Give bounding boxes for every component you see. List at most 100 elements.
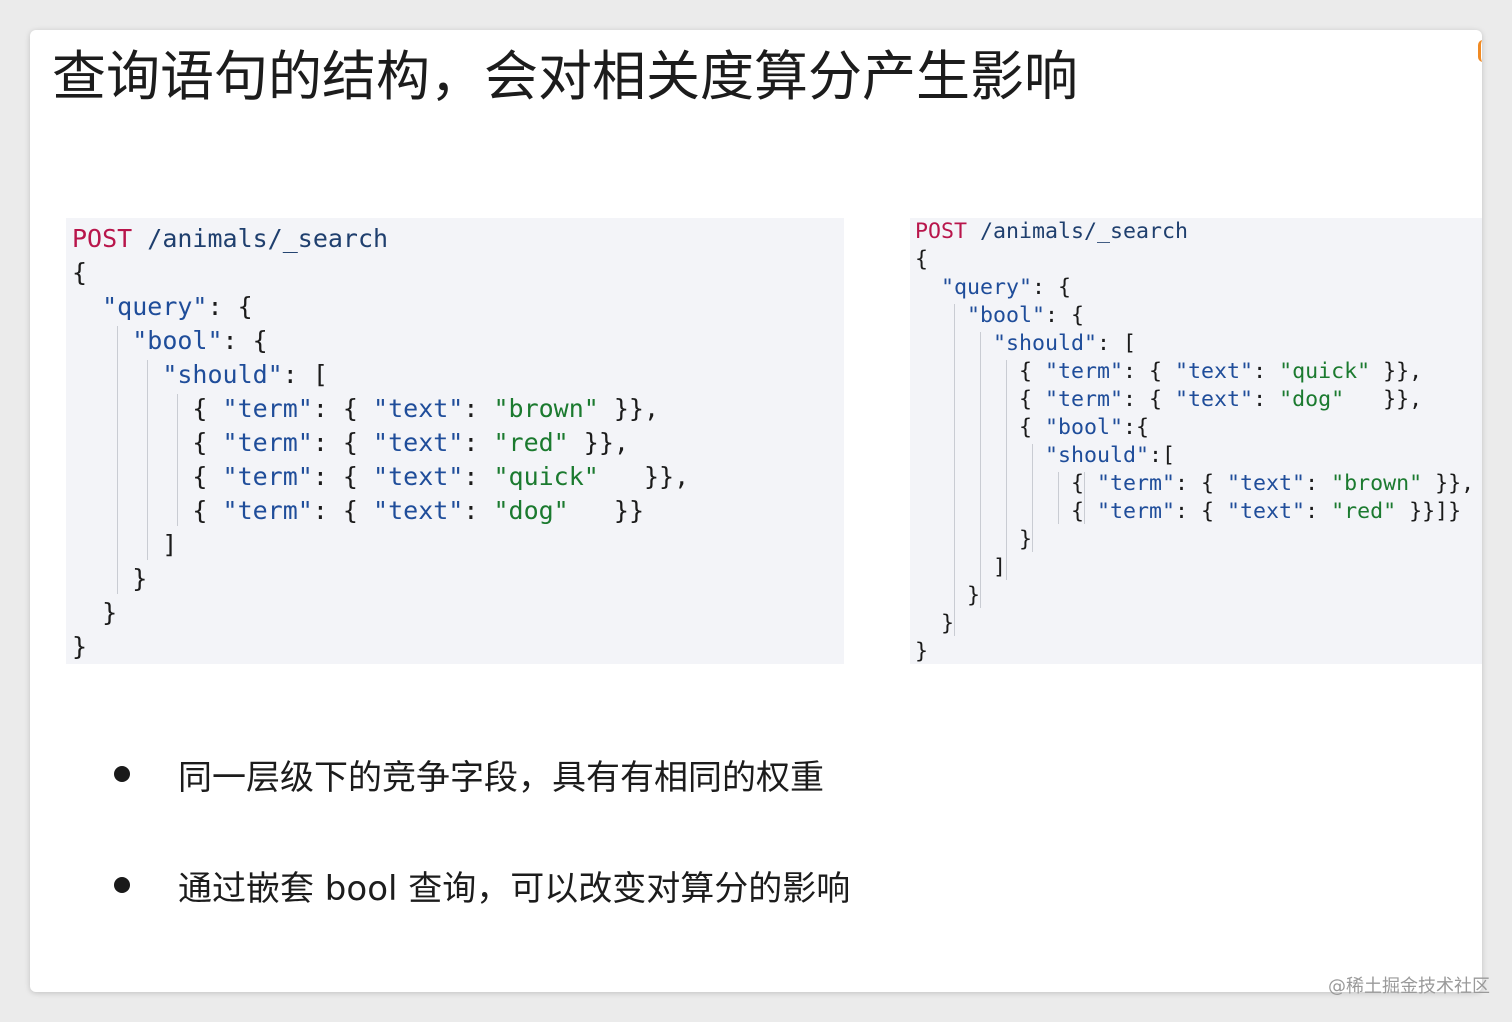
indent-guide xyxy=(1032,444,1034,552)
code-line: { xyxy=(915,246,1482,274)
code-line: } xyxy=(915,610,1482,638)
code-token-punc: : xyxy=(463,428,494,457)
code-token-punc: : xyxy=(463,394,494,423)
code-token-punc: }}, xyxy=(1344,387,1423,412)
code-line: POST /animals/_search xyxy=(915,218,1482,246)
code-token-punc: : xyxy=(1305,499,1332,524)
watermark: @稀土掘金技术社区 xyxy=(1328,976,1490,997)
code-token-punc: } xyxy=(915,583,981,608)
bullet-text: 通过嵌套 bool 查询，可以改变对算分的影响 xyxy=(178,868,851,909)
code-line: { "term": { "text": "quick" }}, xyxy=(72,460,844,494)
code-block-flat-bool: POST /animals/_search{ "query": { "bool"… xyxy=(66,218,844,664)
code-token-punc: : { xyxy=(207,292,253,321)
code-token-punc: { xyxy=(915,247,929,272)
code-token-str: "brown" xyxy=(493,394,599,423)
code-line: "should": [ xyxy=(72,358,844,392)
code-block-nested-bool: POST /animals/_search{ "query": { "bool"… xyxy=(910,218,1482,664)
code-token-punc: { xyxy=(72,462,223,491)
bullet-dot xyxy=(114,766,130,782)
code-token-punc: : { xyxy=(222,326,268,355)
slide: 查询语句的结构，会对相关度算分产生影响 POST /animals/_searc… xyxy=(30,30,1482,992)
code-token-key: "bool" xyxy=(1045,415,1124,440)
code-token-str: "red" xyxy=(493,428,569,457)
code-token-punc: { xyxy=(915,359,1046,384)
code-token-punc: ] xyxy=(915,555,1007,580)
code-token-punc: : [ xyxy=(1097,331,1137,356)
code-token-key: "query" xyxy=(941,275,1033,300)
code-line: { "term": { "text": "quick" }}, xyxy=(915,358,1482,386)
code-line: { "term": { "text": "dog" }} xyxy=(72,494,844,528)
indent-guide xyxy=(1058,472,1060,524)
code-token-punc: }}, xyxy=(1422,471,1475,496)
code-token-punc: : { xyxy=(1123,359,1176,384)
code-line: } xyxy=(72,630,844,664)
code-token-path: /animals/_search xyxy=(967,219,1189,244)
code-token-method: POST xyxy=(72,224,133,253)
code-token-punc: : { xyxy=(1045,303,1085,328)
code-token-punc xyxy=(72,326,132,355)
code-token-punc: : { xyxy=(1032,275,1072,300)
code-token-punc: { xyxy=(915,499,1098,524)
code-line: "should":[ xyxy=(915,442,1482,470)
code-line: { "bool":{ xyxy=(915,414,1482,442)
code-token-punc: } xyxy=(72,632,88,661)
code-token-key: "term" xyxy=(1097,499,1176,524)
code-token-key: "text" xyxy=(1175,359,1254,384)
code-token-punc: : { xyxy=(312,394,374,423)
code-token-punc: : { xyxy=(1175,471,1228,496)
code-token-key: "bool" xyxy=(132,326,223,355)
code-token-key: "query" xyxy=(102,292,208,321)
code-line: } xyxy=(915,526,1482,554)
code-token-key: "text" xyxy=(373,496,464,525)
slide-title: 查询语句的结构，会对相关度算分产生影响 xyxy=(52,45,1078,108)
code-token-punc: { xyxy=(915,415,1046,440)
code-token-punc: :[ xyxy=(1149,443,1176,468)
code-token-punc: } xyxy=(72,598,118,627)
code-token-str: "quick" xyxy=(493,462,599,491)
code-token-path: /animals/_search xyxy=(132,224,389,253)
code-line: } xyxy=(915,582,1482,610)
code-token-punc: } xyxy=(72,564,148,593)
code-token-punc: : { xyxy=(312,496,374,525)
code-token-punc: } xyxy=(915,639,929,664)
code-line: { "term": { "text": "red" }}]} xyxy=(915,498,1482,526)
indent-guide xyxy=(117,326,119,594)
code-token-punc: : xyxy=(463,462,494,491)
code-token-punc: : { xyxy=(1175,499,1228,524)
code-token-punc: : { xyxy=(1123,387,1176,412)
accent-mark xyxy=(1478,40,1482,62)
code-token-str: "dog" xyxy=(1279,387,1345,412)
code-token-key: "should" xyxy=(1045,443,1150,468)
code-token-key: "should" xyxy=(993,331,1098,356)
indent-guide xyxy=(147,360,149,560)
code-line: } xyxy=(915,638,1482,664)
code-line: POST /animals/_search xyxy=(72,222,844,256)
indent-guide xyxy=(1084,472,1086,524)
code-token-key: "bool" xyxy=(967,303,1046,328)
indent-guide xyxy=(954,304,956,636)
code-token-punc: { xyxy=(915,471,1098,496)
code-token-punc: }} xyxy=(568,496,644,525)
code-token-punc: : xyxy=(463,496,494,525)
indent-guide xyxy=(177,394,179,526)
code-token-punc: : xyxy=(1253,387,1280,412)
code-token-punc xyxy=(915,303,967,328)
code-token-str: "brown" xyxy=(1331,471,1423,496)
bullet-text: 同一层级下的竞争字段，具有有相同的权重 xyxy=(178,757,824,798)
code-line: ] xyxy=(915,554,1482,582)
code-line: "bool": { xyxy=(72,324,844,358)
code-token-key: "text" xyxy=(373,428,464,457)
code-token-punc: : xyxy=(1253,359,1280,384)
code-token-key: "text" xyxy=(373,462,464,491)
code-line: } xyxy=(72,596,844,630)
code-token-punc: }}, xyxy=(598,394,660,423)
code-token-punc: { xyxy=(72,428,223,457)
indent-guide xyxy=(980,332,982,608)
code-token-key: "term" xyxy=(222,428,313,457)
code-line: { "term": { "text": "brown" }}, xyxy=(72,392,844,426)
code-token-str: "red" xyxy=(1331,499,1397,524)
code-line: } xyxy=(72,562,844,596)
bullet-item: 通过嵌套 bool 查询，可以改变对算分的影响 xyxy=(114,855,850,915)
code-line: { "term": { "text": "red" }}, xyxy=(72,426,844,460)
code-token-key: "term" xyxy=(222,394,313,423)
